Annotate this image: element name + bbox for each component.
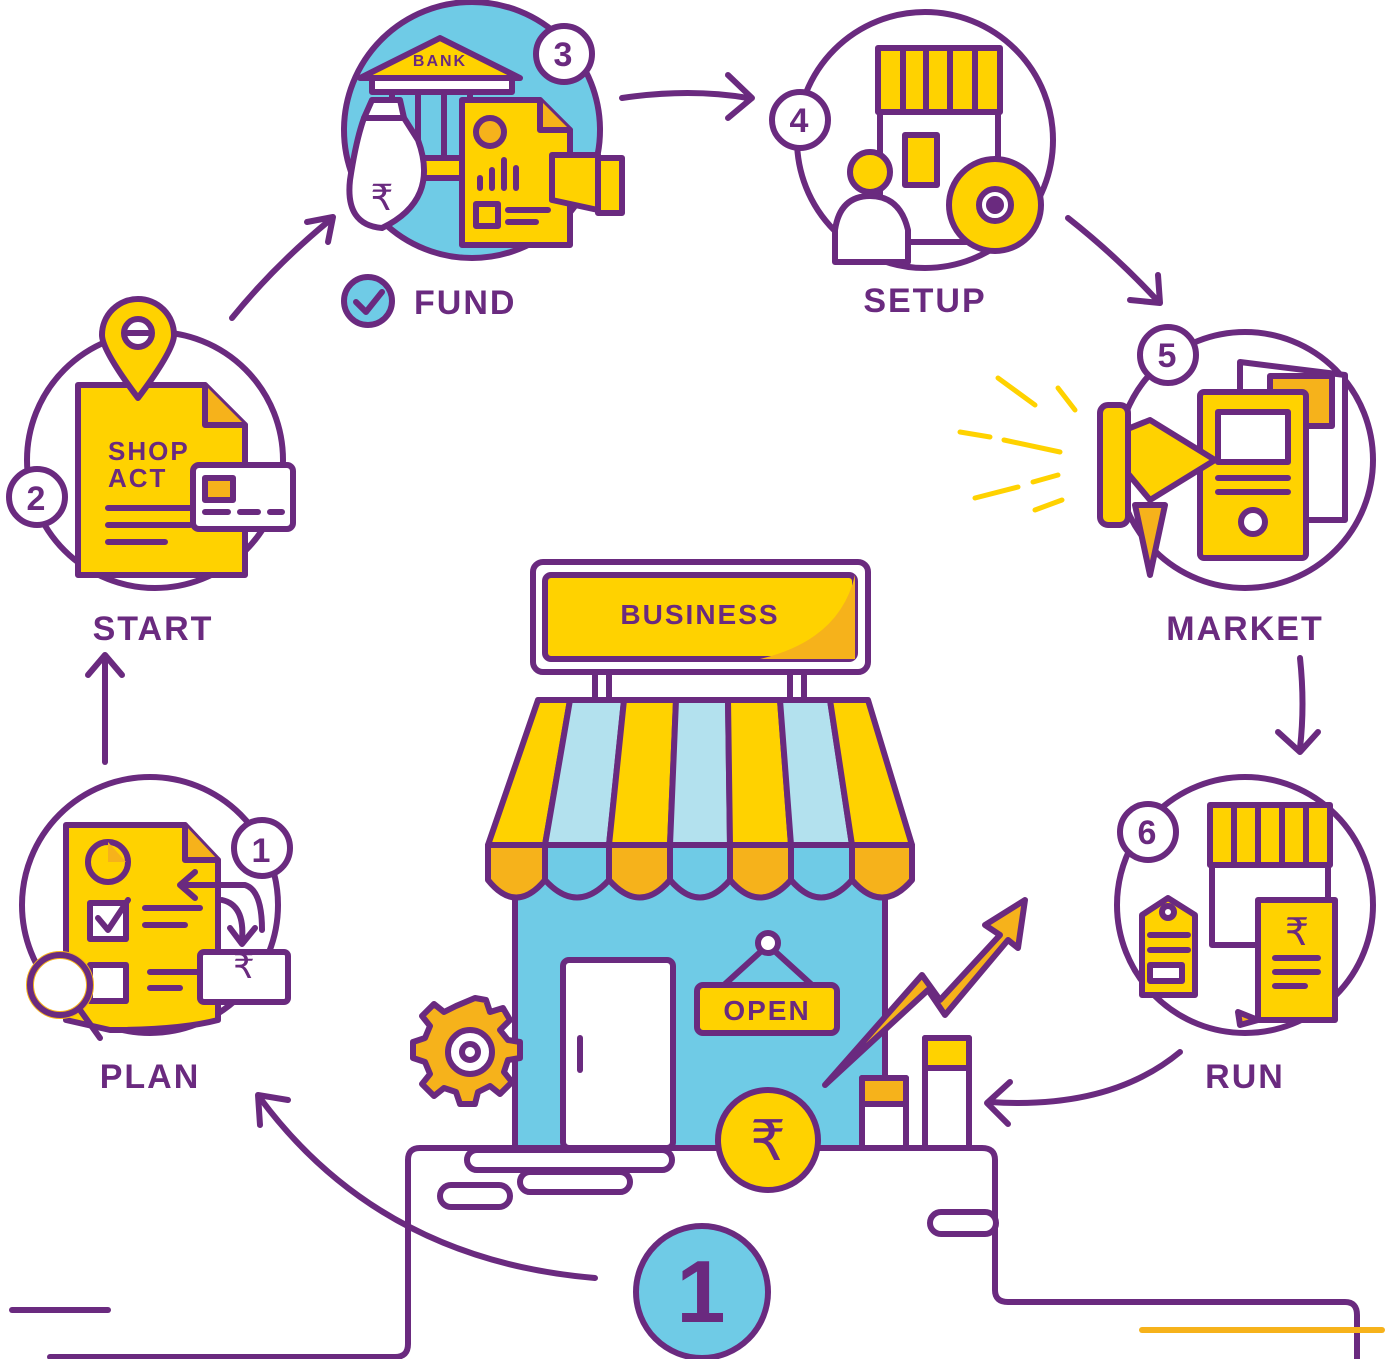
stage-start-label: START bbox=[93, 610, 214, 648]
arrow-setup-to-market bbox=[1065, 215, 1158, 301]
start-doc-line-2: ACT bbox=[108, 463, 167, 493]
run-rupee-icon: ₹ bbox=[1285, 910, 1309, 954]
arrow-center-to-plan bbox=[257, 1095, 598, 1281]
start-doc-line-1: SHOP bbox=[108, 436, 190, 466]
stage-start-icon bbox=[6, 296, 296, 591]
shop-base-line bbox=[47, 1145, 1360, 1359]
stage-run-number: 6 bbox=[1138, 814, 1159, 852]
stage-plan-label: PLAN bbox=[100, 1058, 201, 1096]
megaphone-sound-rays bbox=[957, 375, 1078, 513]
stage-fund-label: FUND bbox=[414, 284, 516, 322]
central-shop-illustration bbox=[9, 559, 1385, 1359]
stage-start-number: 2 bbox=[27, 480, 48, 518]
stage-market-number: 5 bbox=[1158, 337, 1179, 375]
arrow-market-to-run bbox=[1297, 655, 1306, 751]
arrow-run-to-center bbox=[987, 1049, 1183, 1106]
stage-setup-label: SETUP bbox=[863, 282, 986, 320]
open-sign-text: OPEN bbox=[723, 995, 810, 1026]
rupee-coin-icon: ₹ bbox=[750, 1109, 786, 1174]
stage-setup-icon bbox=[769, 9, 1056, 271]
cycle-arrows bbox=[85, 72, 1321, 1281]
arrow-start-to-fund bbox=[229, 217, 333, 321]
stage-plan-number: 1 bbox=[252, 832, 273, 870]
plan-rupee-icon: ₹ bbox=[233, 947, 255, 987]
fund-rupee-icon: ₹ bbox=[371, 178, 394, 219]
stage-fund-number: 3 bbox=[554, 36, 575, 74]
step-badge-number: 1 bbox=[677, 1242, 728, 1341]
stage-plan-icon bbox=[19, 774, 293, 1041]
stage-run-label: RUN bbox=[1205, 1058, 1285, 1096]
stage-setup-number: 4 bbox=[790, 102, 811, 140]
check-circle-icon bbox=[341, 274, 395, 328]
stage-run-icon bbox=[1114, 774, 1376, 1036]
fund-bank-label: BANK bbox=[413, 53, 467, 70]
stage-market-icon bbox=[1097, 324, 1376, 591]
stage-market-label: MARKET bbox=[1166, 610, 1323, 648]
shop-sign-text: BUSINESS bbox=[620, 599, 779, 630]
arrow-fund-to-setup bbox=[619, 90, 751, 101]
stage-fund-icon bbox=[341, 0, 625, 261]
